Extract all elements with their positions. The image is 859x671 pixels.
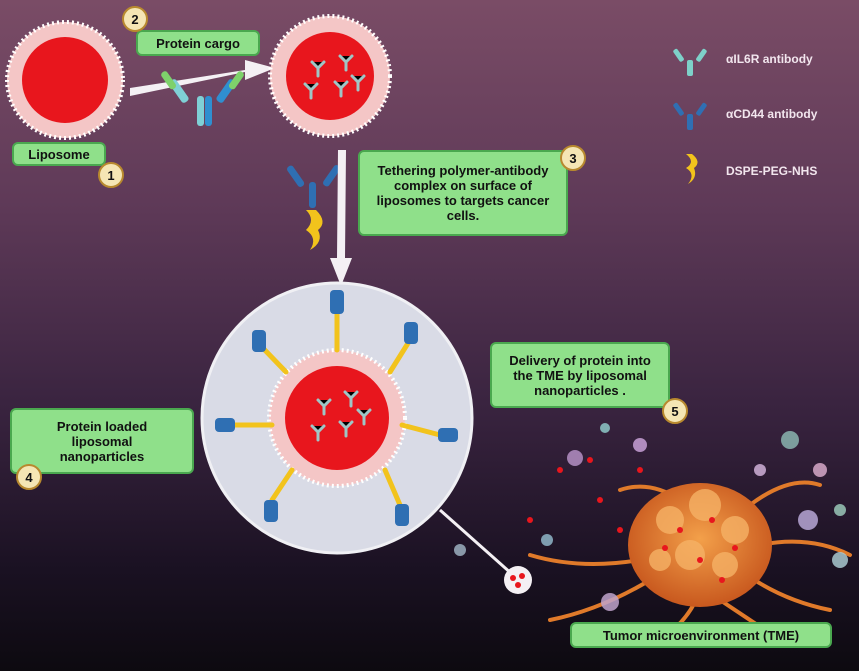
step-badge-5: 5 — [662, 398, 688, 424]
il6r-antibody-icon — [161, 71, 244, 126]
step-badge-4: 4 — [16, 464, 42, 490]
arrow-down — [330, 150, 352, 286]
tme-label: Tumor microenvironment (TME) — [570, 622, 832, 648]
protein-cargo-label: Protein cargo — [136, 30, 260, 56]
nanoparticle-zoom — [200, 281, 474, 555]
liposome-label: Liposome — [12, 142, 106, 166]
step-badge-3: 3 — [560, 145, 586, 171]
step-badge-1: 1 — [98, 162, 124, 188]
empty-liposome — [5, 20, 125, 140]
tethering-label: Tethering polymer-antibody complex on su… — [358, 150, 568, 236]
zoom-connector — [439, 508, 513, 576]
loaded-liposome — [268, 14, 392, 138]
step-badge-2: 2 — [122, 6, 148, 32]
polymer-antibody-complex — [287, 165, 341, 250]
legend-dspe: DSPE-PEG-NHS — [726, 164, 818, 178]
zoom-source — [504, 566, 532, 594]
arrow-right — [130, 60, 275, 96]
legend-il6r: αIL6R antibody — [726, 52, 813, 66]
protein-loaded-label: Protein loaded liposomal nanoparticles — [10, 408, 194, 474]
tumor-microenvironment — [454, 423, 852, 642]
cd44-antibody-icon — [673, 102, 707, 130]
dspe-peg-nhs-icon — [686, 154, 698, 184]
legend-cd44: αCD44 antibody — [726, 107, 818, 121]
delivery-label: Delivery of protein into the TME by lipo… — [490, 342, 670, 408]
il6r-antibody-icon — [673, 48, 707, 76]
